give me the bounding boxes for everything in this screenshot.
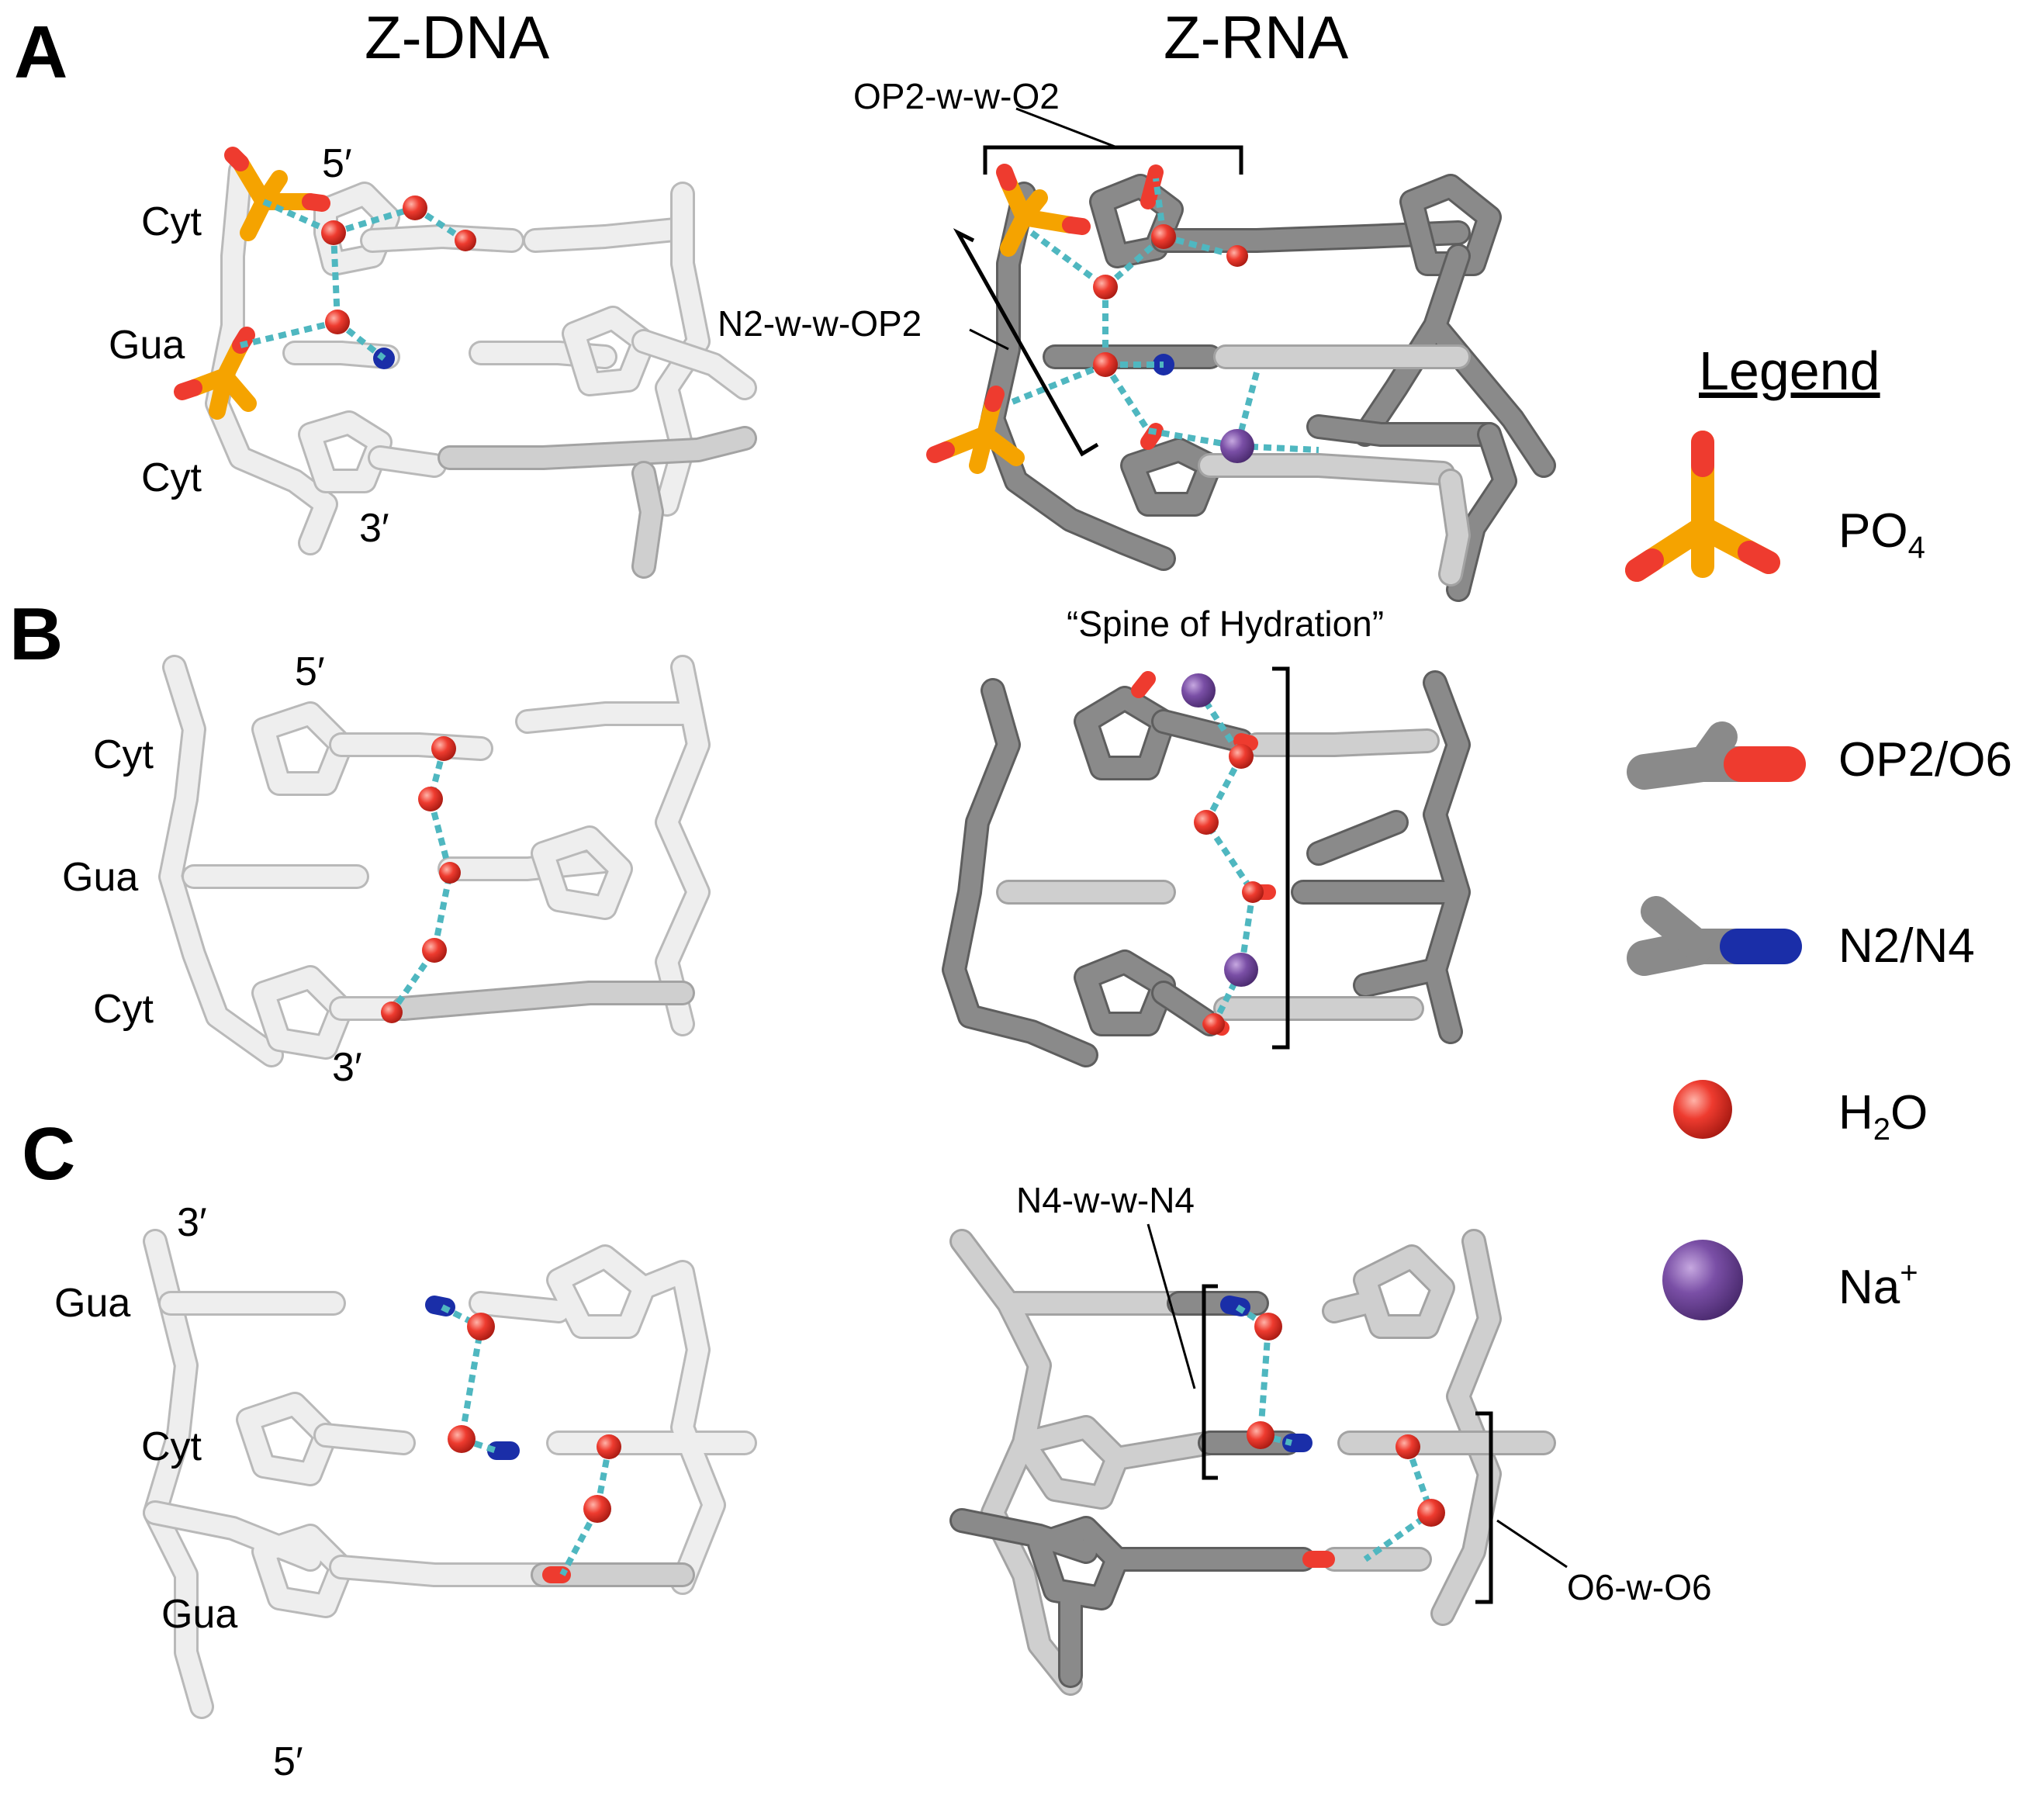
panel-a-z-rna-model: [926, 164, 1556, 602]
bracket-n4-w-w-n4: [1202, 1284, 1218, 1480]
legend-label-water: H2O: [1838, 1086, 1928, 1147]
bracket-op2-w-w-o2: [983, 145, 1243, 175]
residue-label-b-cyt-bottom: Cyt: [93, 987, 154, 1032]
leader-n4-w-w-n4: [1147, 1223, 1196, 1389]
panel-label-c: C: [22, 1112, 75, 1195]
residue-label-a-three-prime: 3′: [359, 506, 389, 551]
residue-label-a-gua: Gua: [109, 323, 185, 368]
residue-label-c-cyt: Cyt: [141, 1424, 202, 1469]
legend-label-sodium: Na+: [1838, 1256, 1918, 1314]
legend-label-op2-o6: OP2/O6: [1838, 733, 2012, 787]
legend-label-po4: PO4: [1838, 504, 1925, 565]
legend-swatch-phosphate: [1625, 431, 1780, 582]
legend-swatch-n2-n4: [1627, 896, 1802, 976]
residue-label-c-gua-top: Gua: [54, 1281, 130, 1326]
residue-label-c-five-prime: 5′: [273, 1739, 303, 1784]
leader-n2-w-w-op2: [969, 328, 1009, 351]
bracket-o6-w-o6: [1475, 1411, 1493, 1604]
panel-a-z-dna-model: [174, 147, 757, 579]
legend: Legend PO4 OP2/O6 N2/N4 H2O Na+: [1625, 341, 2012, 1320]
residue-label-b-gua: Gua: [62, 855, 138, 900]
legend-label-n2-n4: N2/N4: [1838, 919, 1975, 973]
panel-b-z-dna-model: [158, 655, 711, 1067]
annotation-n2-w-w-op2: N2-w-w-OP2: [718, 303, 922, 344]
leader-o6-w-o6: [1496, 1519, 1568, 1569]
panel-label-a: A: [14, 11, 67, 94]
residue-label-a-five-prime: 5′: [322, 141, 352, 186]
panel-c-z-rna-model: [949, 1229, 1556, 1696]
legend-swatch-water: [1673, 1080, 1732, 1139]
bracket-n2-w-w-op2: [953, 228, 1099, 457]
residue-label-a-cyt-top: Cyt: [141, 199, 202, 244]
panel-label-b: B: [9, 593, 63, 676]
legend-title: Legend: [1699, 341, 1880, 401]
residue-label-b-three-prime: 3′: [332, 1045, 362, 1090]
annotation-op2-w-w-o2: OP2-w-w-O2: [853, 76, 1060, 116]
residue-label-b-cyt-top: Cyt: [93, 732, 154, 777]
annotation-spine-of-hydration: “Spine of Hydration”: [1067, 604, 1384, 644]
panel-b-z-rna-model: [942, 670, 1471, 1067]
column-title-z-rna: Z-RNA: [1164, 3, 1348, 71]
legend-swatch-sodium: [1662, 1240, 1743, 1320]
bracket-spine-of-hydration: [1272, 666, 1290, 1050]
residue-label-c-three-prime: 3′: [177, 1200, 207, 1245]
leader-op2-w-w-o2: [1015, 107, 1118, 149]
annotation-n4-w-w-n4: N4-w-w-N4: [1016, 1180, 1195, 1220]
residue-label-a-cyt-bottom: Cyt: [141, 455, 202, 500]
legend-swatch-op2-o6: [1627, 721, 1806, 790]
panel-c-z-dna-model: [143, 1229, 757, 1719]
residue-label-c-gua-bottom: Gua: [161, 1592, 237, 1637]
column-title-z-dna: Z-DNA: [365, 3, 549, 71]
annotation-o6-w-o6: O6-w-O6: [1567, 1567, 1712, 1607]
residue-label-b-five-prime: 5′: [295, 649, 325, 694]
